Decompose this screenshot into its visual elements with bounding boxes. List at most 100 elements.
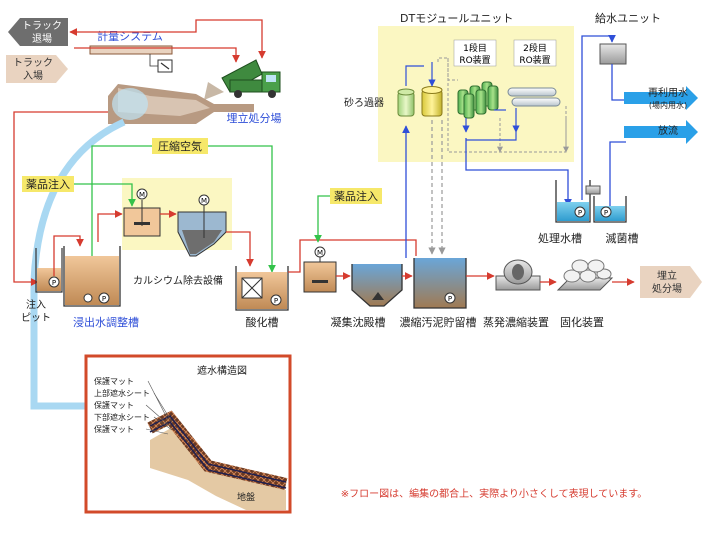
injection-pit-line2: ピット [21, 312, 51, 324]
chemical-line-1 [74, 183, 136, 207]
sterilization-tank-label: 滅菌槽 [606, 232, 639, 245]
sterilization-tank: P 滅菌槽 [585, 185, 639, 245]
dump-truck-icon [204, 59, 281, 100]
pump-icon [48, 276, 60, 288]
oxidation-tank: P 酸化槽 [235, 266, 289, 329]
permeate-line [465, 138, 572, 207]
calcium-removal-equipment: M M カルシウム除去設備 [123, 188, 227, 287]
sand-filter-label: 砂ろ過器 [344, 96, 384, 109]
calcium-removal-label: カルシウム除去設備 [133, 274, 223, 287]
motor-label-3: M [317, 249, 323, 257]
ro-stage2-vessels [507, 87, 561, 107]
landfill-out-line1: 埋立 [657, 269, 677, 282]
ground-label: 地盤 [237, 491, 255, 503]
truck-exit-line1: トラック [22, 20, 62, 32]
landfill-out-line2: 処分場 [652, 282, 682, 295]
pit-to-adjust-line [53, 235, 84, 276]
water-supply-unit-label: 給水ユニット [595, 11, 661, 25]
compressed-air-tag: 圧縮空気 [152, 138, 208, 154]
pump-label-3: P [274, 297, 278, 305]
landfill-site-label: 埋立処分場 [227, 111, 282, 125]
truck-entry-line1: トラック [13, 57, 53, 69]
layer-label-3: 保護マット [94, 400, 134, 410]
chemical-injection-tag-2: 薬品注入 [330, 188, 382, 204]
truck-entry-line2: 入場 [23, 69, 43, 82]
injection-pit-line1: 注入 [26, 298, 46, 311]
landfill-out-tag: 埋立 処分場 [640, 266, 702, 298]
truck-path-entry [74, 47, 240, 63]
truck-path-top [80, 19, 266, 59]
solidification-unit-label: 固化装置 [560, 315, 604, 329]
pump-icon [600, 206, 612, 218]
pump-label-4: P [448, 295, 452, 303]
leachate-adjust-tank-label: 浸出水調整槽 [73, 315, 139, 329]
pump-label-6: P [604, 209, 608, 217]
motor-label-2: M [201, 197, 207, 205]
ro-stage2-line2: RO装置 [519, 54, 550, 66]
sand-filter: 砂ろ過器 [344, 86, 443, 117]
layer-label-4: 下部遮水シート [94, 412, 150, 422]
layer-label-5: 保護マット [94, 424, 134, 434]
reuse-water-arrow: 再利用水 (場内用水) [624, 86, 698, 110]
oxidation-tank-label: 酸化槽 [246, 315, 279, 329]
air-line-left [88, 145, 152, 299]
sludge-tank: P 濃縮汚泥貯留槽 [400, 258, 477, 329]
pump-icon [574, 206, 586, 218]
adjust-to-calcium-line [97, 210, 123, 242]
chemical-line-2 [314, 195, 330, 243]
pump-label-5: P [578, 209, 582, 217]
impermeable-structure-label: 遮水構造図 [197, 364, 247, 377]
pump-icon [444, 292, 456, 304]
truck-exit-tag: トラック 退場 [8, 18, 68, 46]
evaporation-unit: 蒸発濃縮装置 [483, 259, 549, 329]
chemical-injection-tag-1: 薬品注入 [22, 176, 74, 192]
pump-icon [270, 294, 282, 306]
landfill-site: 埋立処分場 [108, 84, 282, 125]
truck-entry-tag: トラック 入場 [6, 55, 68, 83]
chemical-injection-label-2: 薬品注入 [334, 189, 378, 203]
ro-stage1-label: 1段目 RO装置 [453, 39, 497, 67]
water-supply-unit: 給水ユニット [595, 11, 661, 65]
ro-stage1-vessels [457, 81, 499, 119]
weighing-system: 計量システム [89, 29, 173, 73]
air-line-right [208, 145, 276, 273]
compressed-air-label: 圧縮空気 [158, 139, 202, 153]
treated-water-tank-label: 処理水槽 [538, 232, 582, 245]
liner-structure-inset: 遮水構造図 地盤 保護マット 上部遮水シート 保護マット 下部遮水シート 保護マ… [84, 354, 292, 514]
solidification-unit: 固化装置 [556, 259, 614, 329]
oxidation-to-coag-line [288, 239, 417, 273]
ro-stage2-label: 2段目 RO装置 [513, 39, 557, 67]
reuse-water-label: 再利用水 [648, 87, 688, 99]
discharge-arrow: 放流 [624, 120, 698, 144]
dt-module-unit-label: DTモジュールユニット [400, 12, 513, 25]
scale-note: ※フロー図は、編集の都合上、実際より小さくして表現しています。 [341, 487, 648, 500]
sludge-tank-label: 濃縮汚泥貯留槽 [400, 315, 477, 329]
calcium-to-oxidation-line [226, 231, 254, 267]
ro-stage2-line1: 2段目 [523, 42, 547, 54]
evaporation-unit-label: 蒸発濃縮装置 [483, 315, 549, 329]
treated-water-tank: P 処理水槽 [538, 180, 591, 245]
coagulation-tank-label: 凝集沈殿槽 [331, 315, 386, 329]
pump-icon [98, 292, 110, 304]
discharge-label: 放流 [658, 124, 678, 137]
weighing-system-label: 計量システム [97, 29, 163, 43]
pump-label-1: P [52, 279, 56, 287]
leachate-drain-line [13, 111, 108, 286]
injection-pit: P 注入 ピット [21, 248, 63, 324]
reaction-tank: M [303, 246, 337, 293]
layer-label-1: 保護マット [94, 376, 134, 386]
pump-label-2: P [102, 295, 106, 303]
motor-icon [198, 194, 210, 206]
chemical-injection-label-1: 薬品注入 [26, 177, 70, 191]
layer-label-2: 上部遮水シート [94, 388, 150, 398]
ro-stage1-line1: 1段目 [463, 42, 487, 54]
motor-label-1: M [139, 191, 145, 199]
leachate-adjust-tank: P 浸出水調整槽 [63, 246, 139, 329]
truck-exit-line2: 退場 [32, 32, 52, 45]
reuse-water-note: (場内用水) [649, 100, 687, 110]
coagulation-tank: 凝集沈殿槽 [331, 264, 403, 329]
motor-icon [136, 188, 148, 200]
ro-stage1-line2: RO装置 [459, 54, 490, 66]
